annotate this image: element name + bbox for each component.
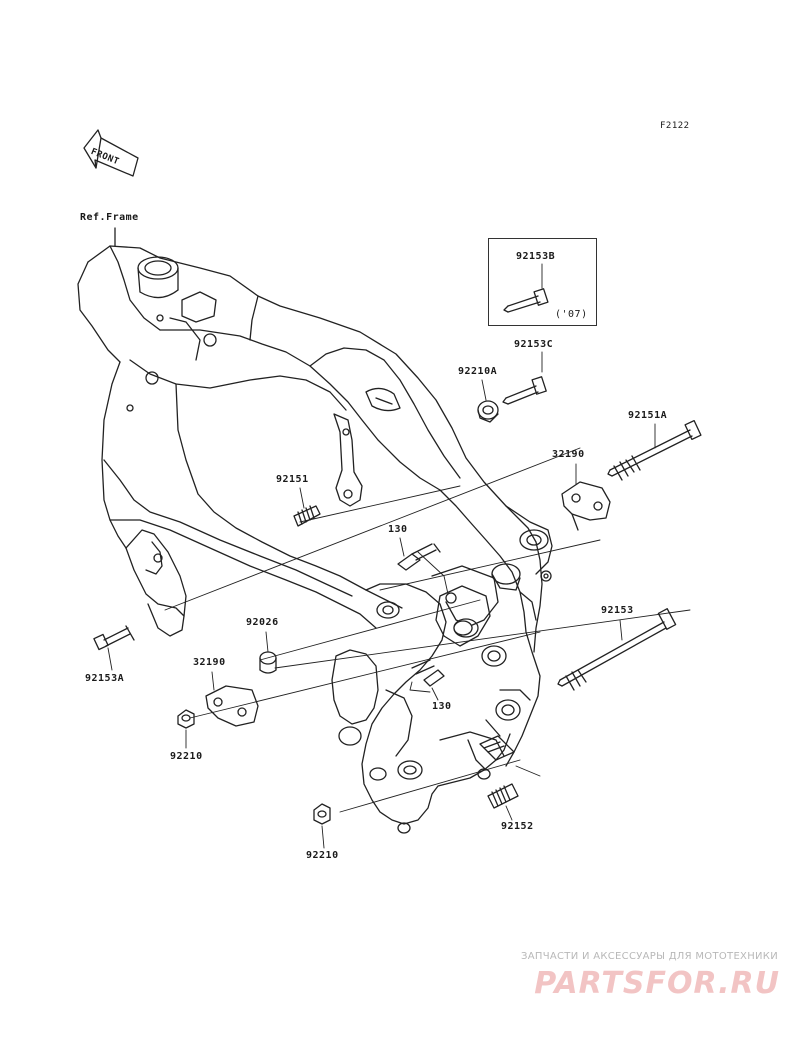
nut-92210a-icon (477, 400, 499, 423)
bolt-92153c-icon (502, 376, 547, 405)
bolt-130-upper-icon (397, 543, 441, 571)
part-label-92210a[interactable]: 92210A (458, 366, 498, 377)
part-label-92026[interactable]: 92026 (246, 617, 279, 628)
part-label-92153[interactable]: 92153 (601, 605, 634, 616)
part-label-32190-upper[interactable]: 32190 (552, 449, 585, 460)
front-arrow-icon (83, 129, 139, 177)
stud-92152-icon (487, 783, 519, 809)
motorcycle-frame (77, 245, 553, 834)
part-label-130-lower[interactable]: 130 (432, 701, 452, 712)
bolt-92153a-icon (93, 625, 135, 651)
part-label-92153c[interactable]: 92153C (514, 339, 554, 350)
part-label-92153b[interactable]: 92153B (516, 251, 556, 262)
bolt-92153-icon (557, 608, 677, 691)
axis-upper (164, 447, 581, 611)
watermark-logo: PARTSFOR.RU (534, 966, 780, 1001)
bracket-32190-upper-icon (561, 481, 611, 531)
bolt-92151a-icon (607, 419, 702, 481)
boxed-variant-92153b (488, 238, 597, 326)
axis-lower (274, 609, 691, 669)
bolt-130-lower-icon (411, 659, 445, 687)
part-label-32190-lower[interactable]: 32190 (193, 657, 226, 668)
spacer-92026-icon (259, 651, 277, 674)
part-label-92153a[interactable]: 92153A (85, 673, 125, 684)
part-label-130-upper[interactable]: 130 (388, 524, 408, 535)
nut-92210-bottom-icon (313, 803, 331, 825)
part-label-92152[interactable]: 92152 (501, 821, 534, 832)
nut-92210-left-icon (177, 709, 195, 729)
watermark-tagline: ЗАПЧАСТИ И АКСЕССУАРЫ ДЛЯ МОТОТЕХНИКИ (521, 951, 778, 962)
bolt-92153b-icon (503, 288, 549, 313)
figure-code: F2122 (660, 121, 690, 131)
part-label-07: ('07) (555, 309, 588, 320)
part-label-92210-bottom[interactable]: 92210 (306, 850, 339, 861)
part-label-92151a[interactable]: 92151A (628, 410, 668, 421)
part-label-92151[interactable]: 92151 (276, 474, 309, 485)
bracket-32190-lower-icon (205, 685, 259, 727)
ref-frame-label: Ref.Frame (80, 212, 139, 223)
part-label-92210-left[interactable]: 92210 (170, 751, 203, 762)
stud-92151-icon (293, 505, 321, 527)
